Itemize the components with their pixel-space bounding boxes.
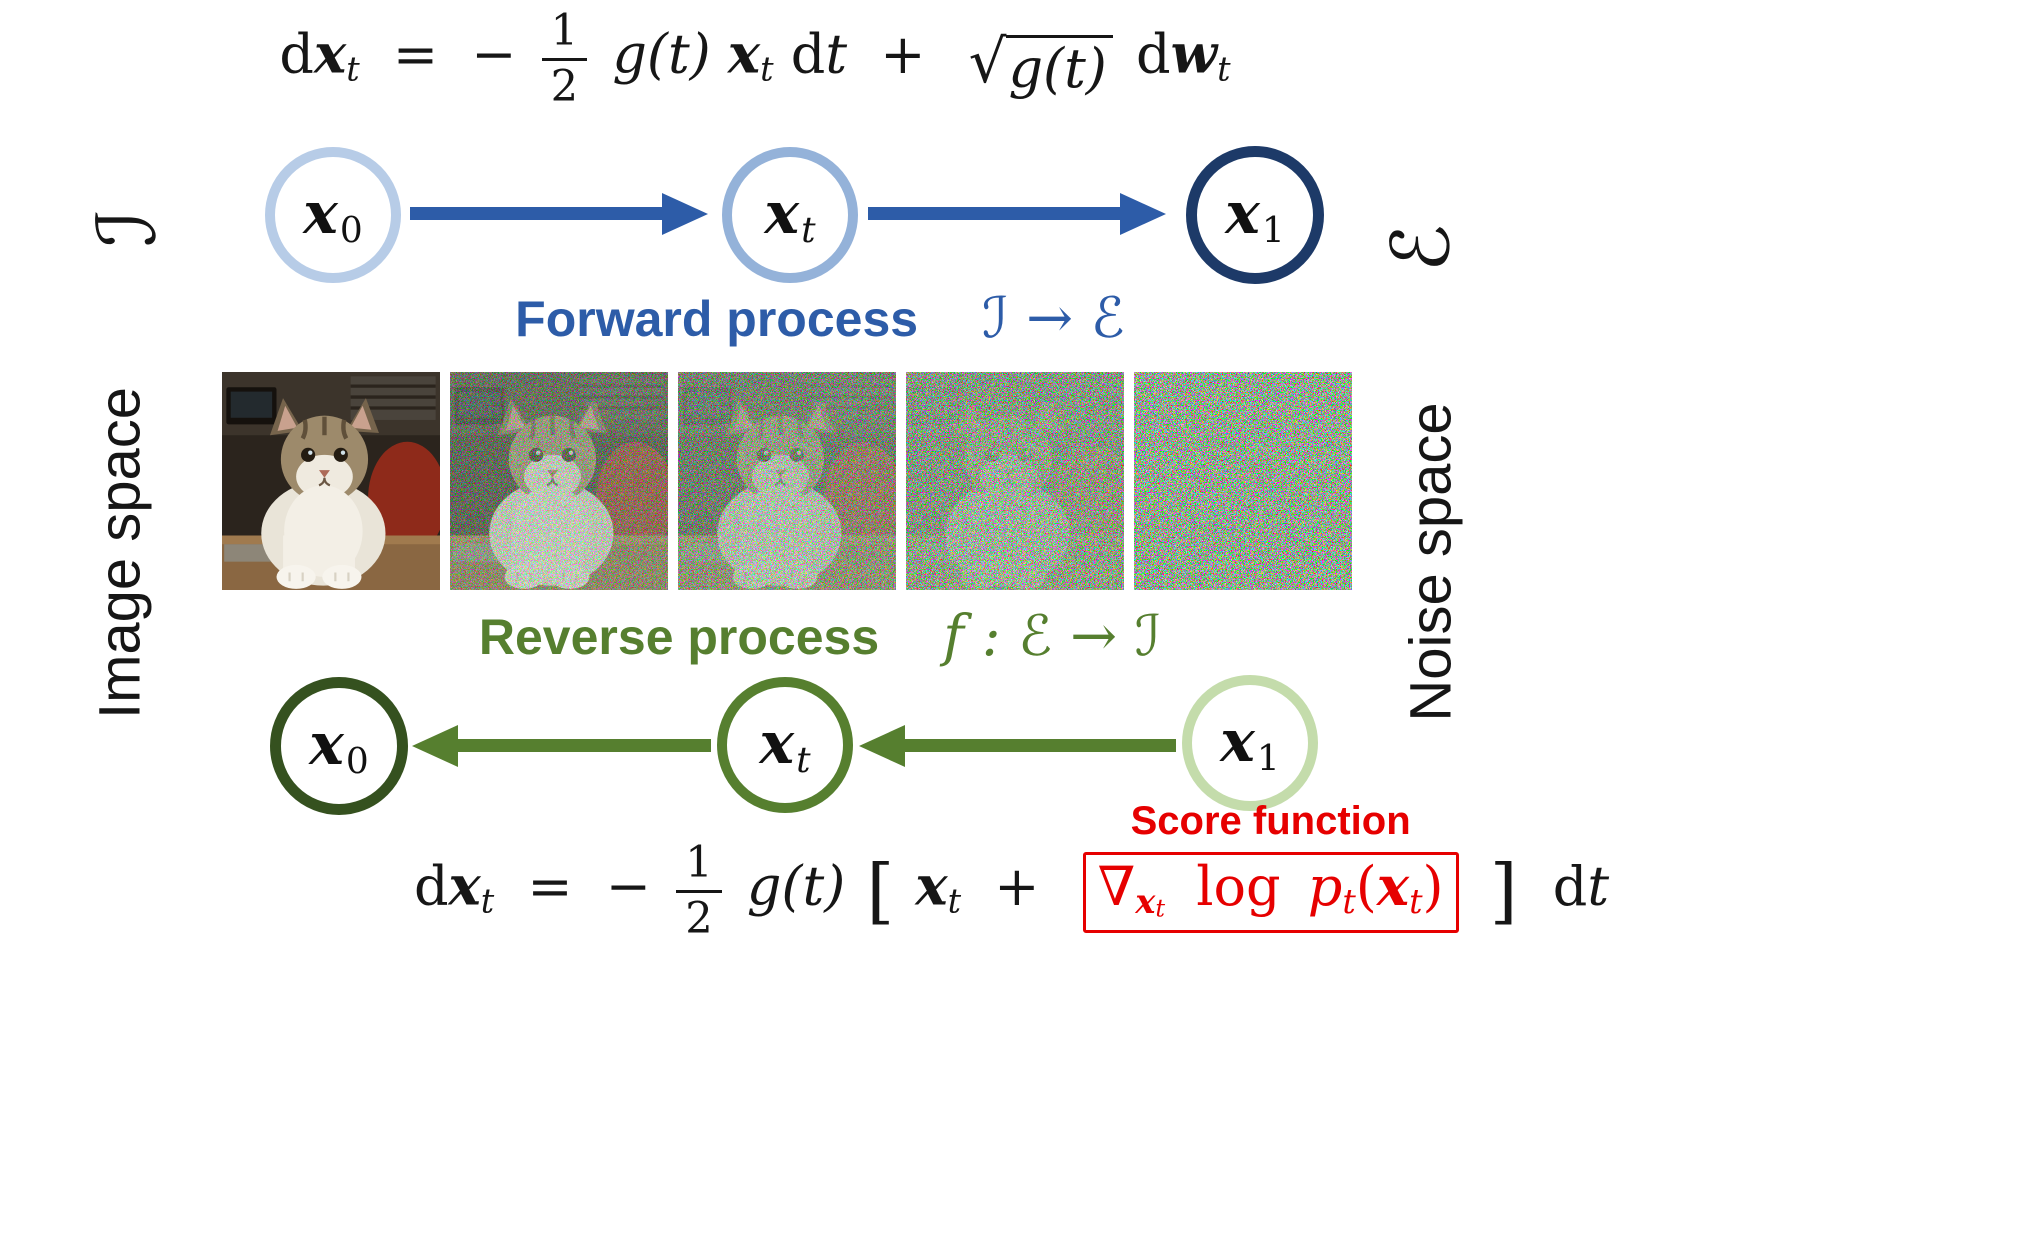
forward-process-label: Forward process [515, 290, 919, 347]
nabla-subscript: xt [1135, 881, 1166, 923]
node-x0-label: x0 [303, 179, 363, 251]
node-xt-label: xt [759, 709, 811, 781]
reverse-arrow-x1-xt [905, 739, 1176, 752]
reverse-mapping: f : ℰ → ℐ [943, 604, 1162, 669]
node-x0-label: x0 [309, 710, 369, 782]
cat-image-noise-1 [450, 372, 668, 590]
noise-space-symbol: ℰ [1374, 223, 1468, 273]
cat-image-noise-3 [906, 372, 1124, 590]
nabla-symbol: ∇ [1097, 854, 1136, 918]
node-xt-reverse: xt [717, 677, 853, 813]
noise-space-label: Noise space [1398, 402, 1464, 722]
eq-token: d [279, 22, 314, 86]
image-space-symbol: ℐ [80, 209, 174, 247]
forward-arrow-x0-xt [410, 207, 662, 220]
node-xt-forward: xt [722, 147, 858, 283]
image-space-label: Image space [87, 386, 153, 720]
node-x1-label: x1 [1220, 707, 1280, 779]
forward-arrow-xt-x1 [868, 207, 1120, 220]
score-function-box: Score function ∇xt log pt(xt) [1082, 799, 1459, 933]
noisy-image-strip [222, 372, 1352, 590]
node-x1-reverse: x1 [1182, 675, 1318, 811]
forward-process-caption: Forward process ℐ → ℰ [0, 286, 1640, 351]
right-bracket: ] [1489, 848, 1518, 932]
score-function-label: Score function [1130, 798, 1411, 843]
left-bracket: [ [866, 848, 895, 932]
node-x0-forward: x0 [265, 147, 401, 283]
square-root: √g(t) [969, 33, 1113, 98]
node-x0-reverse: x0 [270, 677, 408, 815]
node-xt-label: xt [764, 179, 816, 251]
cat-image-noise-2 [678, 372, 896, 590]
reverse-process-caption: Reverse process f : ℰ → ℐ [0, 604, 1640, 669]
forward-mapping: ℐ → ℰ [982, 286, 1125, 351]
node-x1-forward: x1 [1186, 146, 1324, 284]
node-x1-label: x1 [1225, 179, 1285, 251]
cat-image-noise-0 [222, 372, 440, 590]
reverse-process-label: Reverse process [478, 608, 880, 665]
reverse-arrow-xt-x0 [458, 739, 711, 752]
cat-image-noise-4 [1134, 372, 1352, 590]
